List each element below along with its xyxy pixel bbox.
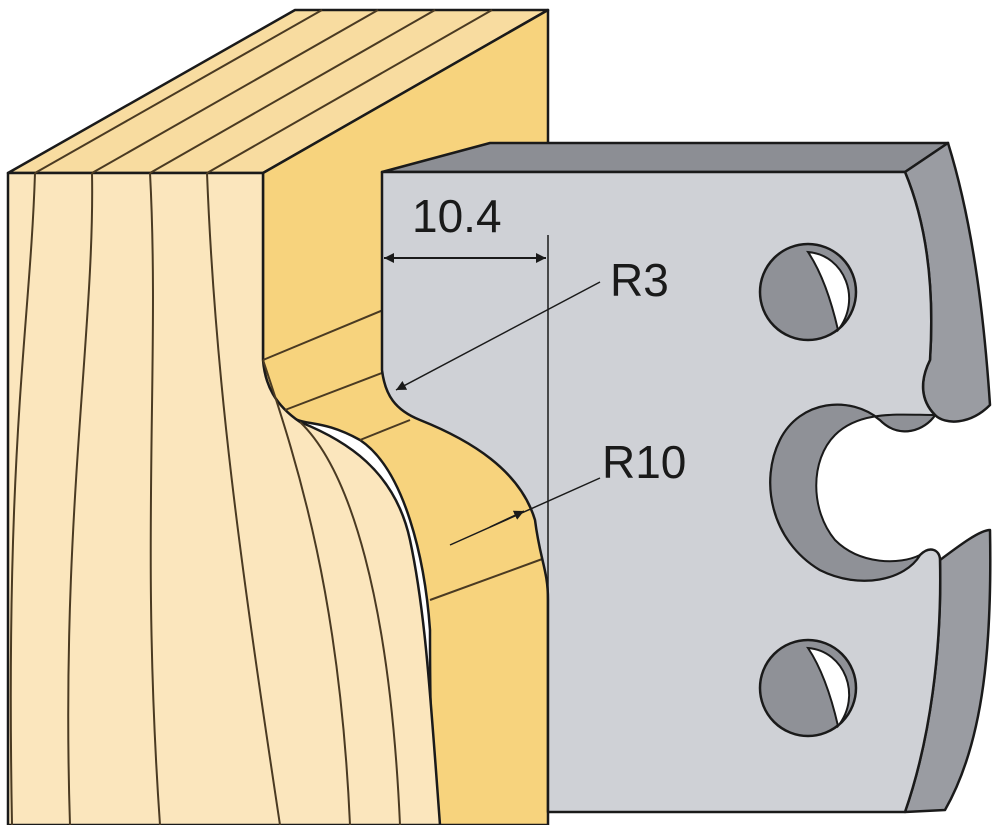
cutter-knife	[380, 141, 992, 814]
r3-leader	[395, 281, 601, 391]
dimension-annotations: 10.4 R3 R10	[384, 190, 686, 600]
r10-leader	[449, 477, 601, 546]
r10-label: R10	[602, 436, 686, 488]
r10-arrow	[489, 510, 525, 528]
knife-slot-shadow	[769, 403, 936, 582]
wood-side-lines	[262, 307, 546, 601]
lower-bolt-hole	[758, 638, 858, 738]
r3-label: R3	[610, 254, 669, 306]
wood-top-grain	[34, 9, 493, 174]
upper-bolt-hole	[758, 242, 858, 342]
width-dimension-label: 10.4	[412, 190, 502, 242]
wood-front-grain	[9, 172, 401, 825]
wood-block	[6, 8, 550, 825]
